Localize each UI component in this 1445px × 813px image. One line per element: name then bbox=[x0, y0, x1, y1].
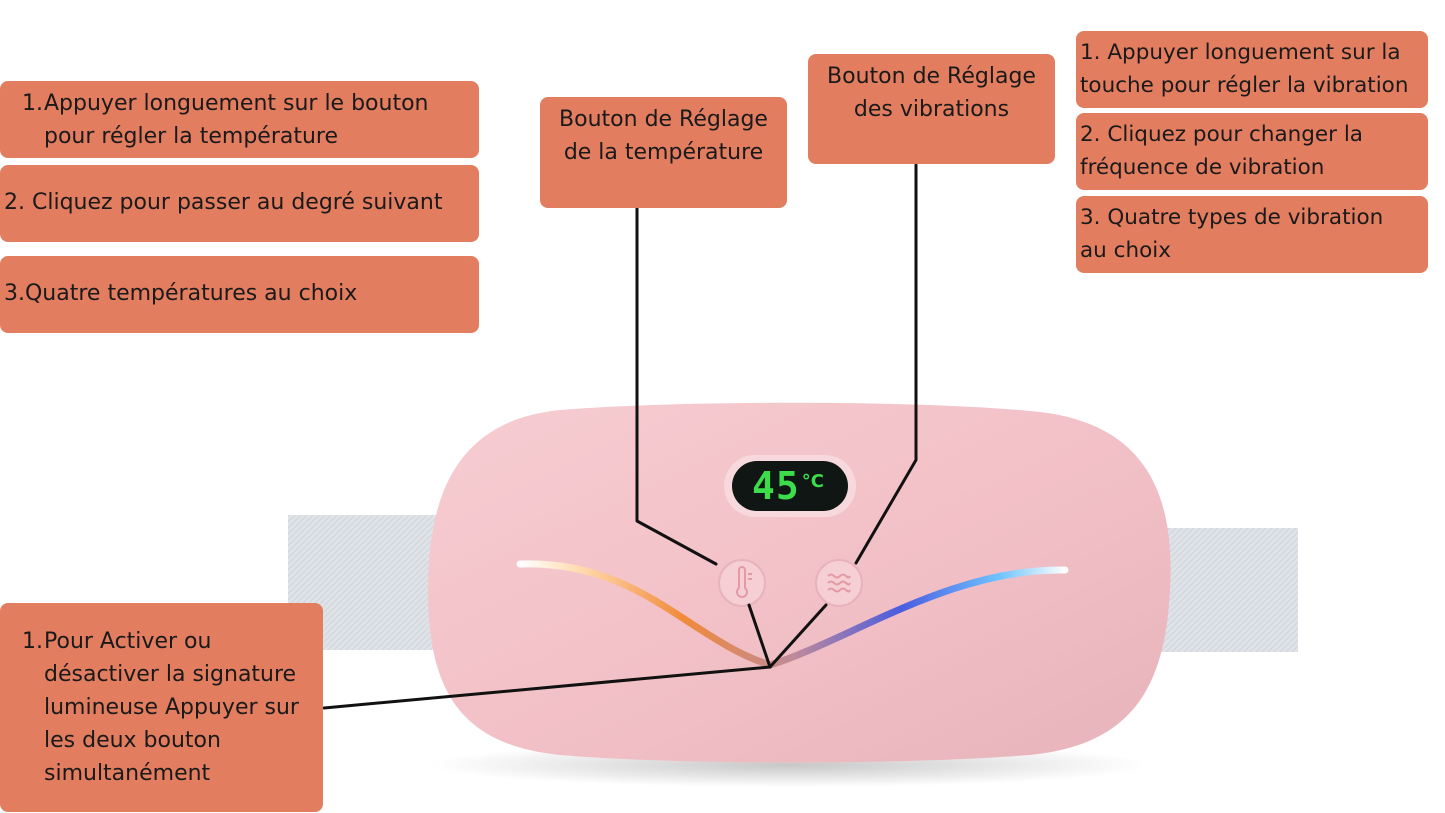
connector-lines bbox=[322, 163, 918, 710]
light-callout-line2: désactiver la signature bbox=[44, 662, 297, 687]
right-callout-2-line1: 2. Cliquez pour changer la bbox=[1080, 122, 1363, 147]
thermometer-icon bbox=[736, 566, 752, 598]
light-callout-line5: simultanément bbox=[44, 761, 211, 786]
device-body bbox=[428, 402, 1171, 763]
right-callout-1-line2: touche pour régler la vibration bbox=[1080, 73, 1409, 98]
light-connector-left bbox=[747, 603, 772, 669]
right-callout-2: 2. Cliquez pour changer la fréquence de … bbox=[1076, 113, 1428, 190]
light-callout-line1: Pour Activer ou bbox=[44, 629, 212, 654]
temperature-connector bbox=[635, 206, 718, 566]
vibration-button-label: Bouton de Réglage des vibrations bbox=[808, 54, 1055, 164]
temperature-label-line2: de la température bbox=[563, 140, 764, 165]
light-callout-line3: lumineuse Appuyer sur bbox=[44, 695, 299, 720]
lcd-screen bbox=[732, 461, 848, 511]
left-callout-2: 2. Cliquez pour passer au degré suivant bbox=[0, 165, 479, 242]
left-callout-1: 1. Appuyer longuement sur le bouton pour… bbox=[0, 81, 479, 158]
light-callout-line4: les deux bouton bbox=[44, 728, 221, 753]
vibration-connector bbox=[854, 163, 918, 565]
temperature-button[interactable] bbox=[718, 559, 766, 607]
right-callout-3-line1: 3. Quatre types de vibration bbox=[1080, 205, 1384, 230]
lcd-readout: 45 °C bbox=[752, 462, 824, 510]
left-callout-1-line2: pour régler la température bbox=[44, 124, 339, 149]
temperature-button-label: Bouton de Réglage de la température bbox=[540, 97, 787, 208]
right-callout-1: 1. Appuyer longuement sur la touche pour… bbox=[1076, 31, 1428, 108]
left-callout-1-number: 1. bbox=[22, 91, 43, 116]
left-callout-2-text: 2. Cliquez pour passer au degré suivant bbox=[4, 190, 443, 215]
temperature-label-line1: Bouton de Réglage bbox=[559, 107, 768, 132]
vibration-label-line2: des vibrations bbox=[853, 97, 1010, 122]
lcd-unit: °C bbox=[801, 470, 824, 492]
wave-icon bbox=[827, 573, 851, 593]
left-callout-1-line1: Appuyer longuement sur le bouton bbox=[44, 91, 429, 116]
light-signature-callout: 1. Pour Activer ou désactiver la signatu… bbox=[0, 603, 323, 812]
light-callout-number: 1. bbox=[22, 629, 43, 654]
right-callout-3: 3. Quatre types de vibration au choix bbox=[1076, 196, 1428, 273]
light-connector-right bbox=[768, 603, 828, 669]
right-callout-2-line2: fréquence de vibration bbox=[1080, 155, 1325, 180]
left-callout-3: 3.Quatre températures au choix bbox=[0, 256, 479, 333]
left-callout-3-text: 3.Quatre températures au choix bbox=[4, 281, 358, 306]
right-callout-3-line2: au choix bbox=[1080, 238, 1171, 263]
light-connector-main bbox=[322, 665, 772, 710]
lcd-temperature-value: 45 bbox=[752, 464, 800, 508]
vibration-label-line1: Bouton de Réglage bbox=[827, 64, 1036, 89]
right-callout-1-line1: 1. Appuyer longuement sur la bbox=[1080, 40, 1401, 65]
